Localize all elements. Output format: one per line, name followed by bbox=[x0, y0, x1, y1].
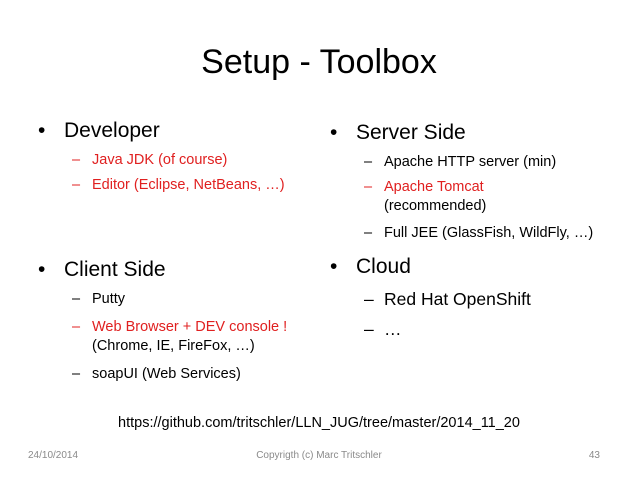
bullet-label: Developer bbox=[64, 119, 160, 142]
sub-item-text: Java JDK (of course) bbox=[92, 152, 228, 168]
sub-item-full-jee: –Full JEE (GlassFish, WildFly, …) bbox=[364, 224, 593, 243]
sub-item-text: Red Hat OpenShift bbox=[384, 289, 531, 309]
sub-item-text: soapUI (Web Services) bbox=[92, 366, 241, 382]
slide-title: Setup - Toolbox bbox=[201, 43, 437, 81]
sub-item-editor: –Editor (Eclipse, NetBeans, …) bbox=[72, 176, 285, 195]
bullet-label: Cloud bbox=[356, 255, 411, 278]
sub-item-text: Putty bbox=[92, 291, 126, 307]
dash-icon: – bbox=[72, 177, 81, 193]
sub-item-text: Editor (Eclipse, NetBeans, …) bbox=[92, 177, 285, 193]
footer-page-number: 43 bbox=[588, 450, 600, 461]
github-link[interactable]: https://github.com/tritschler/LLN_JUG/tr… bbox=[118, 415, 520, 431]
dash-icon: – bbox=[364, 289, 374, 309]
sub-item-text: Full JEE (GlassFish, WildFly, …) bbox=[384, 225, 594, 241]
footer-date: 24/10/2014 bbox=[28, 450, 79, 461]
sub-item-apache-tomcat: –Apache Tomcat (recommended) bbox=[364, 178, 486, 216]
sub-item-text: Apache HTTP server (min) bbox=[384, 154, 557, 170]
bullet-icon: • bbox=[330, 255, 338, 278]
bullet-label: Client Side bbox=[64, 258, 166, 281]
dash-icon: – bbox=[364, 225, 373, 241]
sub-item-apache-http: –Apache HTTP server (min) bbox=[364, 153, 556, 172]
sub-item-continuation: (Chrome, IE, FireFox, …) bbox=[92, 338, 255, 354]
bullet-server-side: • Server Side bbox=[330, 120, 466, 146]
sub-item-soapui: –soapUI (Web Services) bbox=[72, 365, 241, 384]
sub-item-text: … bbox=[384, 319, 402, 339]
dash-icon: – bbox=[72, 152, 81, 168]
dash-icon: – bbox=[72, 366, 81, 382]
sub-item-openshift: –Red Hat OpenShift bbox=[364, 288, 531, 310]
sub-item-putty: –Putty bbox=[72, 290, 125, 309]
dash-icon: – bbox=[72, 319, 81, 335]
bullet-cloud: • Cloud bbox=[330, 254, 411, 280]
sub-item-continuation: (recommended) bbox=[384, 198, 487, 214]
bullet-label: Server Side bbox=[356, 121, 466, 144]
bullet-icon: • bbox=[38, 119, 46, 142]
sub-item-text: Web Browser + DEV console ! bbox=[92, 319, 288, 335]
sub-item-text: Apache Tomcat bbox=[384, 179, 484, 195]
bullet-icon: • bbox=[38, 258, 46, 281]
dash-icon: – bbox=[364, 179, 373, 195]
dash-icon: – bbox=[72, 291, 81, 307]
dash-icon: – bbox=[364, 319, 374, 339]
bullet-client-side: • Client Side bbox=[38, 257, 166, 283]
footer-copyright: Copyrigth (c) Marc Tritschler bbox=[256, 450, 382, 461]
bullet-developer: • Developer bbox=[38, 118, 160, 144]
sub-item-web-browser: –Web Browser + DEV console ! (Chrome, IE… bbox=[72, 318, 287, 356]
sub-item-ellipsis: –… bbox=[364, 318, 402, 340]
dash-icon: – bbox=[364, 154, 373, 170]
bullet-icon: • bbox=[330, 121, 338, 144]
sub-item-java-jdk: –Java JDK (of course) bbox=[72, 151, 227, 170]
